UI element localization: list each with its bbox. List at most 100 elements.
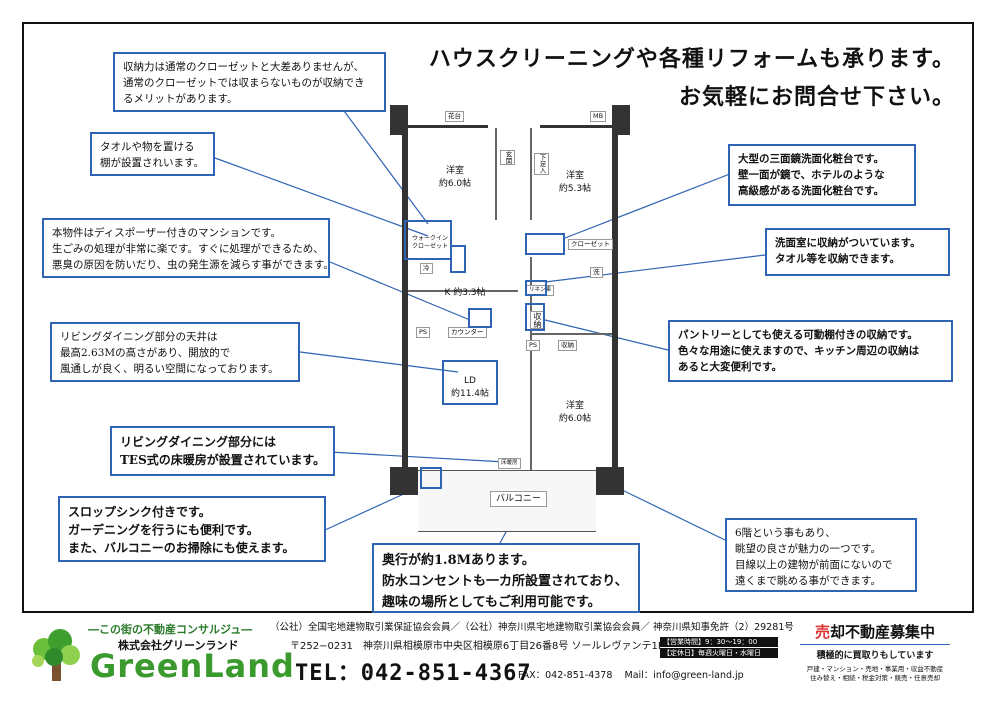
note-walkin-closet: 収納力は通常のクローゼットと大差ありませんが、 通常のクローゼットでは収まらない… [113,52,386,112]
note-line: 洗面室に収納がついています。 [775,237,921,249]
note-balcony: 奥行が約1.8Mあります。 防水コンセントも一カ所設置されており、 趣味の場所と… [372,543,640,613]
room-3-name: 洋室 [565,401,584,411]
wall-top [540,125,612,128]
column [596,467,624,495]
walkin-line: ウォークイン [411,235,448,242]
note-line: 趣味の場所としてもご利用可能です。 [382,595,601,610]
storage-label: 収納 [558,340,577,351]
note-line: タオル等を収納できます。 [775,253,900,265]
room-3-size: 約6.0帖 [558,414,592,424]
mail-address[interactable]: Mail：info@green-land.jp [624,670,744,681]
column [390,105,408,135]
note-line: 高級感がある洗面化粧台です。 [738,185,884,197]
note-line: 防水コンセントも一カ所設置されており、 [382,574,628,589]
footer: ―この街の不動産コンサルジュ― 株式会社グリーンランド GreenLand （公… [0,615,1000,705]
association-info: （公社）全国宅地建物取引業保証協会会員／（公社）神奈川県宅地建物取引業協会会員／… [270,622,794,633]
room-3: 洋室 約6.0帖 [540,400,610,426]
phone-number[interactable]: TEL：042-851-4367 [295,661,532,686]
highlight-shelf [450,245,466,273]
note-line: 6階という事もあり、 [735,527,836,539]
ps-label-1: PS [416,327,431,338]
sale-banner: 売却不動産募集中 積極的に買取りもしています 戸建・マンション・売地・事業用・収… [800,621,950,683]
floor-plan: バルコニー 花台 MB 洋室 約6.0帖 洋室 約5.3帖 玄関 下足入 ウォー… [390,105,630,532]
fax-mail: FAX：042-851-4378 Mail：info@green-land.jp [518,667,744,681]
company-name: 株式会社グリーンランド [118,639,239,652]
note-line: 風通しが良く、明るい空間になっております。 [60,363,279,375]
wall-room2 [530,128,532,220]
ps-label-2: PS [526,340,541,351]
kitchen: K 約3.3帖 [444,288,486,298]
mb-label: MB [590,111,607,122]
sale-title-rest: 却不動産募集中 [830,623,936,641]
highlight-disposer [468,308,492,328]
wall-right [612,133,618,468]
business-hours: 【営業時間】9：30〜19：00 【定休日】毎週火曜日・水曜日 [660,637,778,659]
headline: ハウスクリーニングや各種リフォームも承ります。 お気軽にお問合せ下さい。 [429,40,955,116]
sale-title: 売却不動産募集中 [800,621,950,645]
sale-types-line: 戸建・マンション・売地・事業用・収益不動産 [806,665,944,673]
tagline: ―この街の不動産コンサルジュ― [88,623,253,636]
wall-top [408,125,488,128]
note-disposer: 本物件はディスポーザー付きのマンションです。 生ごみの処理が非常に楽です。すぐに… [42,218,334,278]
walkin-closet: ウォークイン クローゼット [410,235,450,251]
room-1-size: 約6.0帖 [438,179,472,189]
note-towel-shelf: タオルや物を置ける 棚が設置されいます。 [90,132,215,176]
wall-mid [530,257,532,477]
sale-types-line: 住み替え・相続・税金対策・競売・任意売却 [810,674,940,682]
note-line: 通常のクローゼットでは収まらないものが収納でき [123,77,365,89]
highlight-linen [525,280,547,296]
room-2-size: 約5.3帖 [558,184,592,194]
note-line: リビングダイニング部分の天井は [60,331,218,343]
room-1-name: 洋室 [445,166,464,176]
wall-kitchen [408,290,518,292]
note-line: 棚が設置されいます。 [100,157,204,169]
note-line: あると大変便利です。 [678,361,782,373]
genkan-label: 玄関 [500,150,515,165]
highlight-vanity [525,233,565,255]
note-line: リビングダイニング部分には [120,435,277,449]
room-2: 洋室 約5.3帖 [540,170,610,196]
note-slop-sink: スロップシンク付きです。 ガーデニングを行うにも便利です。 また、バルコニーのお… [58,496,326,562]
note-line: タオルや物を置ける [100,141,195,153]
room-1: 洋室 約6.0帖 [420,165,490,191]
ld-size: 約11.4帖 [450,389,490,399]
note-line: 遠くまで眺める事ができます。 [735,575,881,587]
note-line: ガーデニングを行うにも便利です。 [68,523,259,537]
headline-line-2: お気軽にお問合せ下さい。 [678,84,955,110]
note-line: パントリーとしても使える可動棚付きの収納です。 [678,329,918,341]
note-floor-heating: リビングダイニング部分には TES式の床暖房が設置されています。 [110,426,335,476]
note-line: 壁一面が鏡で、ホテルのような [738,169,885,181]
highlight-slop-sink [420,467,442,489]
column [612,105,630,135]
address: 〒252−0231 神奈川県相模原市中央区相模原6丁目26番8号 ソールレヴァン… [290,641,664,652]
note-line: 眺望の良さが魅力の一つです。 [735,543,881,555]
sale-subtitle: 積極的に買取りもしています [816,651,934,661]
note-line: るメリットがあります。 [123,93,238,105]
fax-number: FAX：042-851-4378 [518,670,613,681]
wall-left [402,133,408,468]
walkin-line: クローゼット [411,243,448,250]
note-line: 奥行が約1.8Mあります。 [382,553,535,568]
note-line: 最高2.63Mの高さがあり、開放的で [60,347,231,359]
flowerbed-label: 花台 [445,111,464,122]
shoes-label: 下足入 [534,153,549,175]
tree-logo-icon [32,629,80,681]
note-pantry: パントリーとしても使える可動棚付きの収納です。 色々な用途に使えますので、キッチ… [668,320,953,382]
highlight-ld [442,360,498,405]
hours-label: 【営業時間】9：30〜19：00 [660,637,778,647]
counter-label: カウンター [448,327,487,338]
note-line: 本物件はディスポーザー付きのマンションです。 [52,227,282,239]
note-line: TES式の床暖房が設置されています。 [120,453,326,467]
sale-prefix: 売 [814,623,830,641]
note-line: 目線以上の建物が前面にないので [735,559,893,571]
note-washroom-storage: 洗面室に収納がついています。 タオル等を収納できます。 [765,228,950,276]
note-line: 大型の三面鏡洗面化粧台です。 [738,153,884,165]
note-line: スロップシンク付きです。 [68,505,211,519]
room-2-name: 洋室 [565,171,584,181]
headline-line-1: ハウスクリーニングや各種リフォームも承ります。 [428,46,955,72]
floor-heat-label: 床暖房 [498,458,521,469]
note-vanity: 大型の三面鏡洗面化粧台です。 壁一面が鏡で、ホテルのような 高級感がある洗面化粧… [728,144,916,206]
highlight-walkin [404,220,452,260]
note-line: 悪臭の原因を防いだり、虫の発生源を減らす事ができます。 [52,259,334,271]
note-line: 収納力は通常のクローゼットと大差ありませんが、 [123,61,364,73]
